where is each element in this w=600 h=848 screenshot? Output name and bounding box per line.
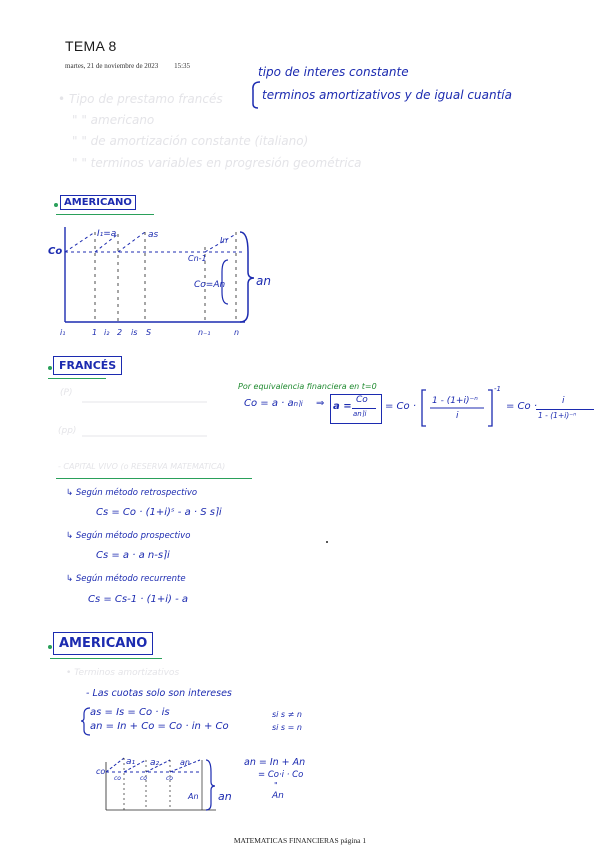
diagram2-a1: a₁: [126, 757, 136, 767]
diagram2-an-right: an: [218, 790, 232, 803]
arrow-implies: ⇒: [316, 398, 325, 409]
faded-line-2: " " americano: [72, 113, 155, 127]
equation-1: as = Is = Co · is: [90, 707, 170, 718]
formula-right-num: i: [562, 396, 565, 406]
formula-box-a: a =: [333, 401, 352, 412]
heading-americano-2: AMERICANO: [53, 632, 154, 655]
diagram1-in: In: [220, 236, 228, 245]
diagram2-co-mark-2: co: [140, 775, 147, 782]
equivalence-note: Por equivalencia financiera en t=0: [238, 382, 377, 391]
stray-dot: [326, 541, 328, 543]
section-underline: [56, 478, 252, 479]
method-label-2: ↳ Según método prospectivo: [66, 531, 191, 541]
diagram2-a2: a₂: [150, 758, 160, 768]
diagram1-as: as: [148, 230, 159, 240]
method-formula-1: Cs = Co · (1+i)ˢ - a · S s⌉i: [96, 507, 222, 518]
fraction-bar: [536, 409, 594, 410]
formula-right-den: 1 - (1+i)⁻ⁿ: [538, 411, 577, 420]
fraction-bar: [352, 408, 376, 409]
faded-terminos: • Terminos amortizativos: [66, 668, 180, 678]
formula-right: = Co ·: [506, 401, 538, 412]
diagram2-co-mark-3: co: [166, 775, 173, 782]
side-eq-1: an = In + An: [244, 757, 306, 768]
bullet-dot: [48, 366, 52, 370]
axis-i1: i₁: [60, 328, 66, 337]
equation-1-cond: si s ≠ n: [272, 710, 302, 719]
page-footer: MATEMATICAS FINANCIERAS página 1: [233, 836, 367, 845]
faded-line-1: • Tipo de prestamo francés: [58, 92, 223, 106]
faded-p: (P): [60, 388, 73, 398]
formula-left-text: Co = a · a: [244, 398, 294, 409]
axis-2: 2: [117, 328, 123, 337]
equation-2: an = In + Co = Co · in + Co: [90, 721, 229, 732]
diagram1-co: Co: [48, 246, 63, 257]
formula-left: Co = a · an⌉i: [244, 398, 303, 409]
equation-2-cond: si s = n: [272, 723, 302, 732]
diagram1-co-an: Co=An: [194, 280, 226, 290]
axis-n-1: n₋₁: [198, 328, 211, 337]
bracket-den: i: [456, 411, 459, 421]
axis-i2: i₂: [104, 328, 110, 337]
faded-pp: (pp): [58, 426, 77, 436]
axis-1: 1: [92, 328, 98, 337]
faded-capital: - CAPITAL VIVO (o RESERVA MATEMATICA): [58, 462, 226, 471]
axis-is: is: [131, 328, 138, 337]
formula-brackets: [421, 389, 493, 427]
diagram1-cn1: Cn-1: [188, 254, 207, 263]
diagram2-an: an: [180, 758, 190, 767]
date-line: martes, 21 de noviembre de 2023 15:35: [65, 62, 190, 70]
axis-n: n: [234, 328, 240, 337]
method-label-1: ↳ Según método retrospectivo: [66, 488, 198, 498]
diagram1-interest: I₁=a: [97, 229, 117, 239]
axis-s: S: [146, 328, 152, 337]
americano-diagram-1: [64, 227, 255, 323]
side-eq-2: = Co·i · Co: [258, 770, 304, 780]
method-formula-2: Cs = a · a n-s⌉i: [96, 550, 170, 561]
formula-left-sub: n⌉i: [293, 400, 303, 408]
intro-hand-line2: terminos amortizativos y de igual cuantí…: [262, 88, 512, 102]
americano-diagram-2: [105, 757, 216, 811]
heading-underline: [48, 378, 106, 379]
note-date: martes, 21 de noviembre de 2023: [65, 62, 159, 70]
intro-hand-line1: tipo de interes constante: [258, 65, 409, 79]
note-time: 15:35: [174, 62, 191, 70]
diagram2-co: co: [96, 767, 106, 776]
formula-box-den: an⌉i: [353, 410, 367, 418]
diagram1-an: an: [256, 274, 271, 288]
heading-americano-1: AMERICANO: [60, 195, 136, 210]
bullet-dot: [54, 203, 58, 207]
heading-frances: FRANCÉS: [53, 356, 123, 375]
heading-underline: [56, 214, 154, 215]
diagram2-An: An: [188, 792, 199, 801]
bracket-num: 1 - (1+i)⁻ⁿ: [432, 396, 478, 406]
page-title: TEMA 8: [65, 38, 117, 54]
equation-brace: [80, 707, 91, 736]
heading-underline: [50, 658, 162, 659]
faded-timelines: [82, 401, 207, 437]
formula-box-num: Co: [356, 395, 368, 405]
method-label-3: ↳ Según método recurrente: [66, 574, 186, 584]
formula-mid: = Co ·: [385, 401, 417, 412]
method-formula-3: Cs = Cs-1 · (1+i) - a: [88, 594, 189, 605]
formula-box: [330, 394, 382, 424]
faded-line-4: " " terminos variables en progresión geo…: [72, 156, 362, 170]
diagram2-co-mark-1: co: [114, 775, 121, 782]
side-eq-3: ": [274, 781, 278, 790]
side-eq-4: An: [272, 791, 284, 801]
intro-bracket: [252, 81, 261, 109]
note-cuotas: - Las cuotas solo son intereses: [86, 688, 232, 699]
bracket-power: -1: [494, 385, 501, 393]
bullet-dot: [48, 645, 52, 649]
faded-line-3: " " de amortización constante (italiano): [72, 134, 309, 148]
